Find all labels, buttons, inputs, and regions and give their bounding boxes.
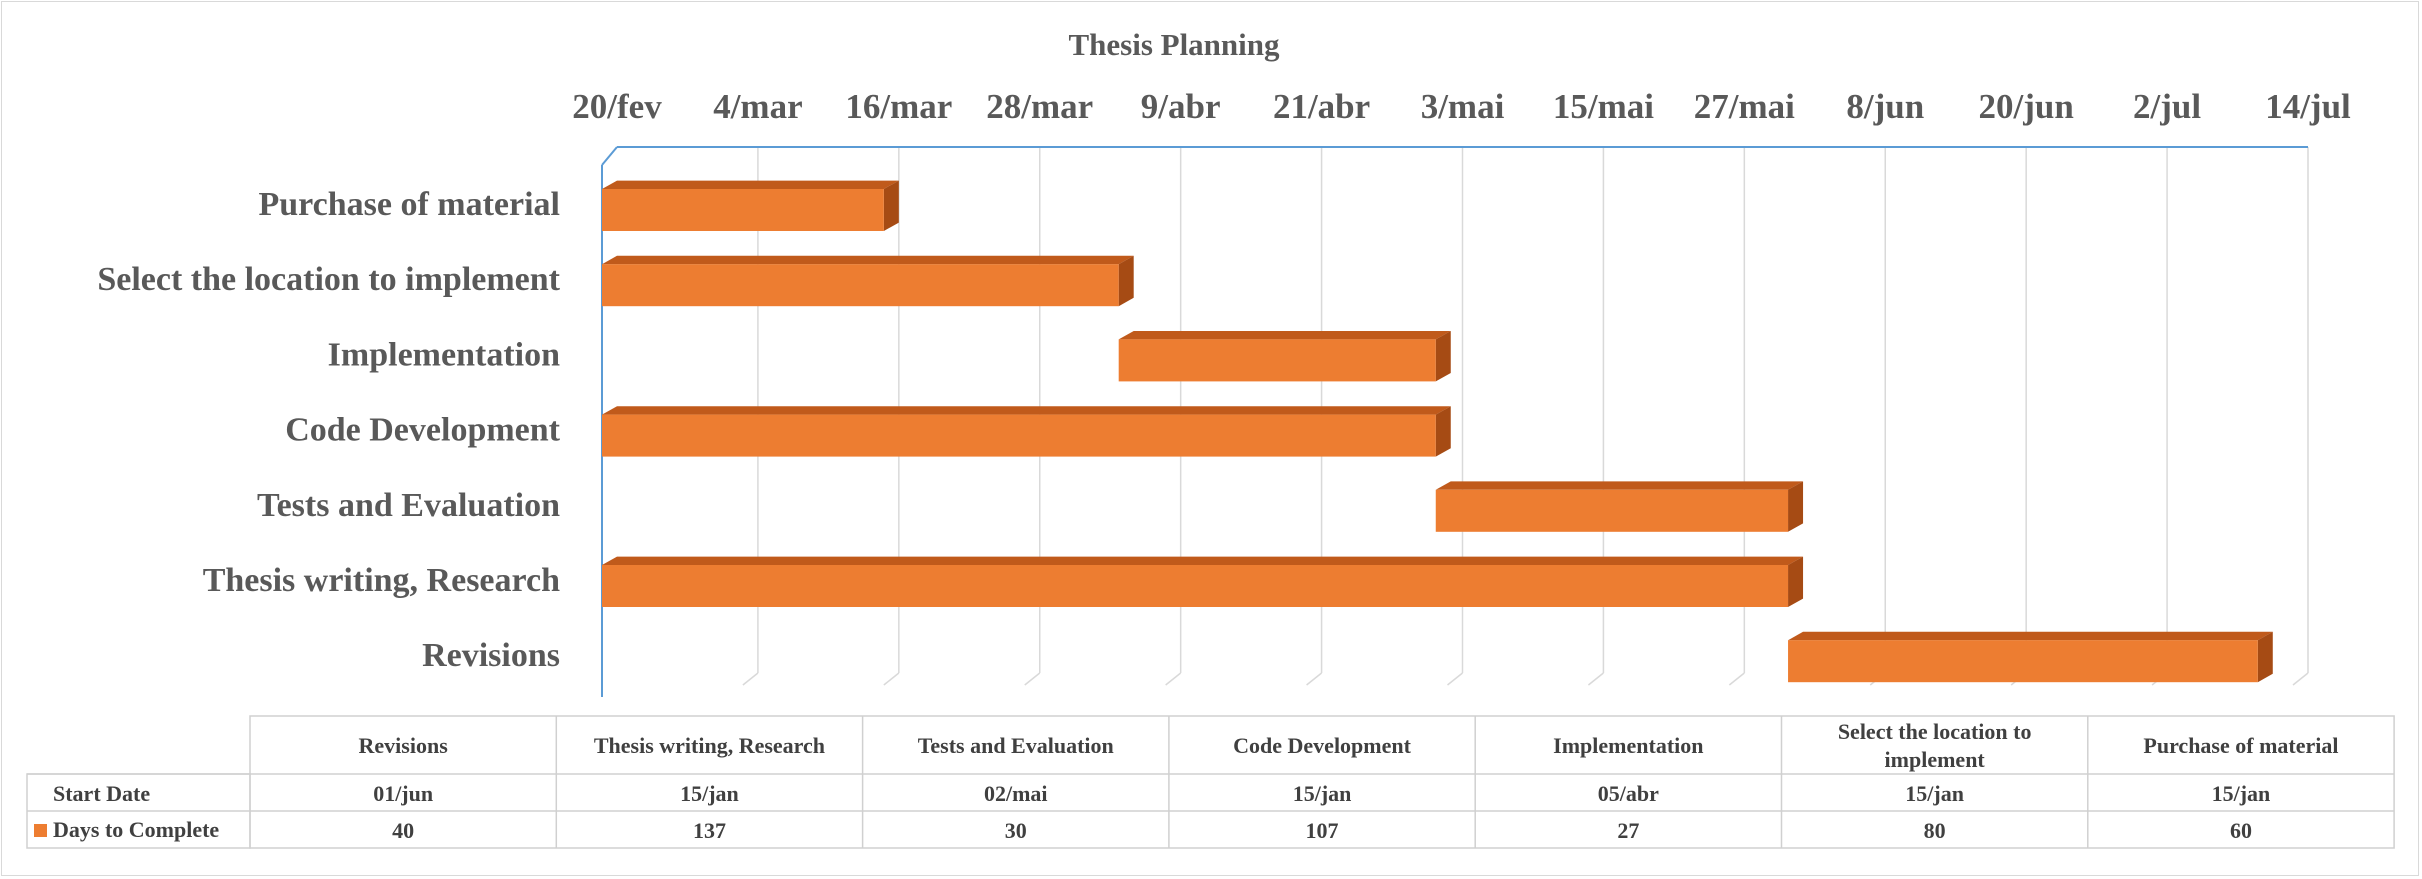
bar-side-face bbox=[1788, 481, 1804, 532]
bar-top-face bbox=[1435, 481, 1804, 490]
category-label: Thesis writing, Research bbox=[203, 562, 560, 599]
table-cell-start: 15/jan bbox=[1293, 781, 1352, 806]
gridline-floor bbox=[883, 672, 900, 686]
gridline-floor bbox=[1447, 672, 1463, 686]
table-header-cell: Tests and Evaluation bbox=[918, 733, 1114, 758]
x-tick-label: 2/jul bbox=[2133, 87, 2201, 126]
x-tick-label: 8/jun bbox=[1846, 87, 1924, 126]
gridline-floor bbox=[1024, 672, 1041, 686]
x-tick-label: 20/fev bbox=[572, 87, 662, 126]
bar-side-face bbox=[2257, 631, 2273, 683]
bar-side-face bbox=[883, 180, 899, 231]
bar-top-face bbox=[602, 180, 899, 189]
bar-top-face bbox=[602, 255, 1134, 265]
table-cell-start: 01/jun bbox=[373, 781, 433, 806]
bar-top-face bbox=[1118, 331, 1451, 340]
bar-side-face bbox=[1435, 331, 1451, 382]
category-label: Tests and Evaluation bbox=[257, 487, 560, 524]
bar-side-face bbox=[1435, 406, 1451, 457]
gridline-floor bbox=[1306, 672, 1323, 686]
data-table: Revisions Thesis writing, Research Tests a… bbox=[26, 715, 2395, 849]
bar-front-face bbox=[602, 264, 1119, 307]
gridline-floor bbox=[742, 672, 759, 686]
table-header-cell: Revisions bbox=[359, 733, 449, 758]
table-cell-days: 30 bbox=[1005, 818, 1027, 843]
gridline-floor bbox=[1165, 672, 1182, 686]
x-tick-label: 16/mar bbox=[845, 87, 952, 126]
gridline-floor bbox=[1587, 672, 1604, 686]
x-tick-label: 20/jun bbox=[1979, 87, 2074, 126]
gantt-bar bbox=[602, 255, 1134, 307]
table-cell-start: 02/mai bbox=[984, 781, 1048, 806]
table-header-cell: Implementation bbox=[1553, 733, 1703, 758]
table-cell-days: 107 bbox=[1306, 818, 1339, 843]
table-header-cell: Thesis writing, Research bbox=[594, 733, 825, 758]
table-cell-days: 60 bbox=[2230, 818, 2252, 843]
gridline-floor bbox=[1728, 672, 1745, 686]
bars bbox=[602, 180, 2273, 683]
gantt-bar bbox=[602, 556, 1804, 607]
x-tick-label: 9/abr bbox=[1141, 87, 1221, 126]
x-tick-label: 28/mar bbox=[986, 87, 1093, 126]
x-tick-label: 21/abr bbox=[1273, 87, 1370, 126]
table-cell-days: 137 bbox=[693, 818, 726, 843]
bar-side-face bbox=[1118, 255, 1134, 307]
gantt-bar bbox=[602, 180, 899, 231]
bar-front-face bbox=[1435, 489, 1789, 532]
bar-front-face bbox=[602, 414, 1436, 457]
table-cell-days: 40 bbox=[392, 818, 414, 843]
x-tick-label: 14/jul bbox=[2265, 87, 2351, 126]
bar-side-face bbox=[1788, 556, 1804, 607]
bar-top-face bbox=[602, 406, 1451, 415]
table-cell-days: 80 bbox=[1924, 818, 1946, 843]
x-axis-ticks: 20/fev 4/mar 16/mar 28/mar 9/abr 21/abr 3/mai 1… bbox=[572, 87, 2351, 126]
gantt-bar bbox=[1435, 481, 1804, 532]
table-cell-start: 05/abr bbox=[1598, 781, 1659, 806]
chart-title: Thesis Planning bbox=[1068, 27, 1280, 62]
table-cell-start: 15/jan bbox=[680, 781, 739, 806]
x-tick-label: 27/mai bbox=[1694, 87, 1795, 126]
category-label: Revisions bbox=[422, 637, 560, 674]
table-cell-days: 27 bbox=[1617, 818, 1639, 843]
bar-front-face bbox=[602, 565, 1789, 607]
axis-corner bbox=[601, 146, 618, 166]
category-label: Code Development bbox=[285, 412, 560, 449]
gantt-bar bbox=[1118, 331, 1451, 382]
gridline-floor bbox=[2292, 672, 2309, 686]
category-label: Select the location to implement bbox=[97, 261, 560, 298]
table-header-cell: Code Development bbox=[1233, 733, 1411, 758]
table-header-cell: Purchase of material bbox=[2143, 733, 2338, 758]
table-header-cell: Select the location to bbox=[1838, 719, 2032, 744]
bar-top-face bbox=[602, 556, 1804, 565]
bar-front-face bbox=[1788, 640, 2258, 683]
bar-front-face bbox=[1118, 339, 1436, 382]
gantt-bar bbox=[602, 406, 1451, 457]
table-cell-start: 15/jan bbox=[2212, 781, 2271, 806]
x-tick-label: 15/mai bbox=[1553, 87, 1654, 126]
x-tick-label: 3/mai bbox=[1421, 87, 1505, 126]
table-row-label-start: Start Date bbox=[53, 781, 150, 806]
table-cell-start: 15/jan bbox=[1905, 781, 1964, 806]
category-label: Implementation bbox=[328, 336, 560, 373]
bar-front-face bbox=[602, 189, 884, 231]
category-label: Purchase of material bbox=[258, 186, 560, 223]
bar-top-face bbox=[1788, 631, 2273, 641]
gantt-bar bbox=[1788, 631, 2273, 683]
table-row-label-days: Days to Complete bbox=[53, 817, 219, 842]
x-tick-label: 4/mar bbox=[713, 87, 802, 126]
legend-swatch bbox=[34, 824, 47, 837]
table-header-cell: implement bbox=[1885, 747, 1986, 772]
